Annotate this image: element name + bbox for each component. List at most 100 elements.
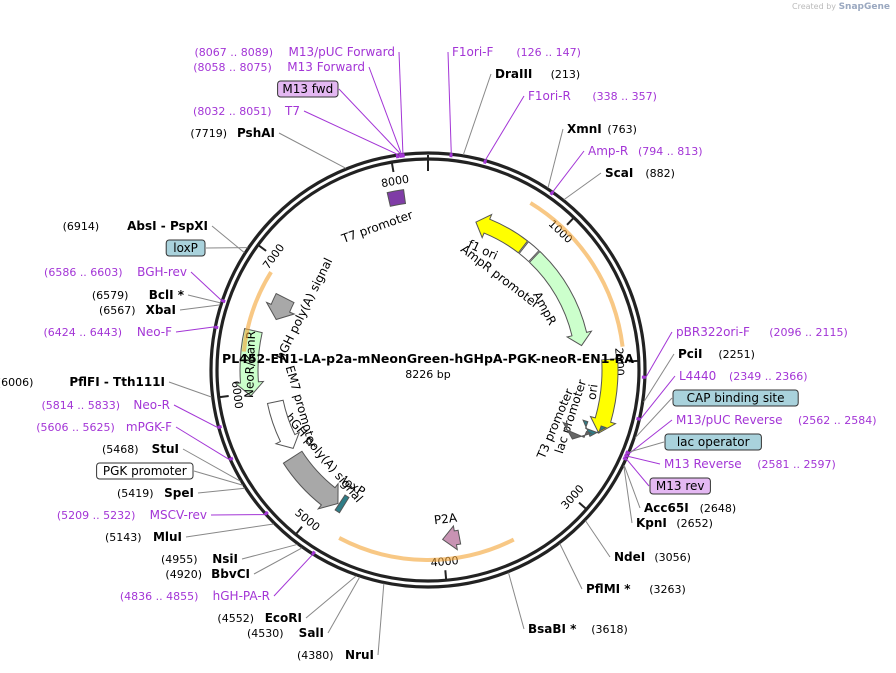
primer-name: Neo-F <box>137 325 172 339</box>
connector-line <box>462 73 492 156</box>
tick-mark <box>218 394 229 399</box>
tick-mark <box>257 244 267 252</box>
ori-label: ori <box>585 383 601 400</box>
connector-line <box>377 583 385 656</box>
bbvci-annotation: BbvCI (4920) <box>165 567 250 581</box>
site-name: DraIII <box>495 67 532 81</box>
primer-mark <box>311 550 316 556</box>
primer-mark <box>636 416 641 421</box>
ecori-annotation: EcoRI(4552) <box>217 611 302 625</box>
connector-line <box>175 426 230 461</box>
connector-line <box>193 470 244 486</box>
orf-arc <box>529 201 625 347</box>
primer-position: (8067 .. 8089) <box>194 46 273 59</box>
connector-line <box>626 459 650 487</box>
nsii-annotation: NsiI(4955) <box>161 552 238 566</box>
f1ori-f-annotation: F1ori-F(126 .. 147) <box>452 45 581 59</box>
site-position: (5143) <box>105 531 142 544</box>
stui-annotation: StuI(5468) <box>102 442 179 456</box>
hgh-poly-a-signal-feature <box>282 450 339 510</box>
watermark: Created by SnapGene <box>792 2 890 12</box>
primer-mark <box>263 510 269 516</box>
site-name: PshAI <box>237 126 275 140</box>
site-name: XmnI <box>567 122 602 136</box>
tick-mark <box>294 525 303 536</box>
site-position: (6579) <box>92 289 129 302</box>
site-name: BsaBI * <box>528 622 577 636</box>
tick-mark <box>578 501 588 510</box>
connector-line <box>629 419 673 454</box>
scai-annotation: ScaI(882) <box>605 166 675 180</box>
xbai-annotation: XbaI(6567) <box>99 303 176 317</box>
connector-line <box>643 353 675 403</box>
t7-annotation: T7 (8032 .. 8051) <box>193 104 300 118</box>
box-label: loxP <box>173 241 198 255</box>
p2a-label: P2A <box>433 511 458 528</box>
box-label: CAP binding site <box>687 391 785 405</box>
m13-reverse-annotation: M13 Reverse(2581 .. 2597) <box>664 457 836 471</box>
connector-line <box>197 487 245 494</box>
connector-line <box>168 381 212 398</box>
primer-name: M13 Forward <box>287 60 365 74</box>
connector-line <box>585 520 611 558</box>
connector-line <box>645 331 673 378</box>
tick-label: 7000 <box>260 241 287 271</box>
absi-pspxi-annotation: AbsI - PspXI(6914) <box>63 219 208 233</box>
site-name: BbvCI <box>211 567 250 581</box>
neo-r-annotation: Neo-R(5814 .. 5833) <box>41 398 170 412</box>
site-name: PflMI * <box>586 582 631 596</box>
primer-name: MSCV-rev <box>150 508 207 522</box>
connector-line <box>182 448 241 482</box>
tick-label: 8000 <box>380 173 410 191</box>
site-position: (6006) <box>0 376 33 389</box>
site-position: (4920) <box>165 568 202 581</box>
box-label: lac operator <box>677 435 750 449</box>
plasmid-name: PL452-EN1-LA-p2a-mNeonGreen-hGHpA-PGK-ne… <box>222 351 634 366</box>
draiii-annotation: DraIII (213) <box>495 67 580 81</box>
site-name: SalI <box>299 626 324 640</box>
primer-name: BGH-rev <box>137 265 187 279</box>
primer-position: (2581 .. 2597) <box>757 458 836 471</box>
site-position: (3056) <box>654 551 691 564</box>
site-name: Acc65I <box>644 501 689 515</box>
primer-position: (338 .. 357) <box>592 90 657 103</box>
acc65i-annotation: Acc65I(2648) <box>644 501 736 515</box>
site-position: (3263) <box>649 583 686 596</box>
xmni-annotation: XmnI(763) <box>567 122 637 136</box>
neo-f-annotation: Neo-F (6424 .. 6443) <box>43 325 172 339</box>
lac-operator-annotation: lac operator <box>664 433 762 451</box>
primer-name: T7 <box>284 104 300 118</box>
primer-position: (6424 .. 6443) <box>43 326 122 339</box>
site-position: (213) <box>551 68 581 81</box>
site-name: SpeI <box>164 486 194 500</box>
spei-annotation: SpeI(5419) <box>117 486 194 500</box>
connector-line <box>623 465 641 509</box>
sali-annotation: SalI(4530) <box>247 626 324 640</box>
site-position: (4955) <box>161 553 198 566</box>
primer-mark <box>220 298 226 304</box>
site-name: KpnI <box>636 516 667 530</box>
l4440-annotation: L4440(2349 .. 2366) <box>679 369 808 383</box>
connector-line <box>338 88 401 155</box>
tick-label: 3000 <box>559 482 587 512</box>
primer-position: (8032 .. 8051) <box>193 105 272 118</box>
box-label: M13 fwd <box>282 82 333 96</box>
connector-line <box>327 576 361 634</box>
site-name: StuI <box>152 442 179 456</box>
connector-line <box>241 543 298 560</box>
amp-r-annotation: Amp-R(794 .. 813) <box>588 144 703 158</box>
site-name: BclI * <box>149 288 185 302</box>
primer-name: M13/pUC Forward <box>288 45 395 59</box>
label-box <box>96 462 194 480</box>
t7-promoter-label: T7 promoter <box>339 208 415 246</box>
hgh-poly-a-signal-feature <box>265 292 296 321</box>
primer-name: M13/pUC Reverse <box>676 413 783 427</box>
connector-line <box>175 326 215 333</box>
site-position: (4552) <box>217 612 254 625</box>
hgh-pa-r-annotation: hGH-PA-R(4836 .. 4855) <box>120 589 270 603</box>
connector-line <box>629 441 665 453</box>
connector-line <box>368 66 402 154</box>
cap-binding-site-annotation: CAP binding site <box>672 389 799 407</box>
connector-line <box>190 271 222 301</box>
